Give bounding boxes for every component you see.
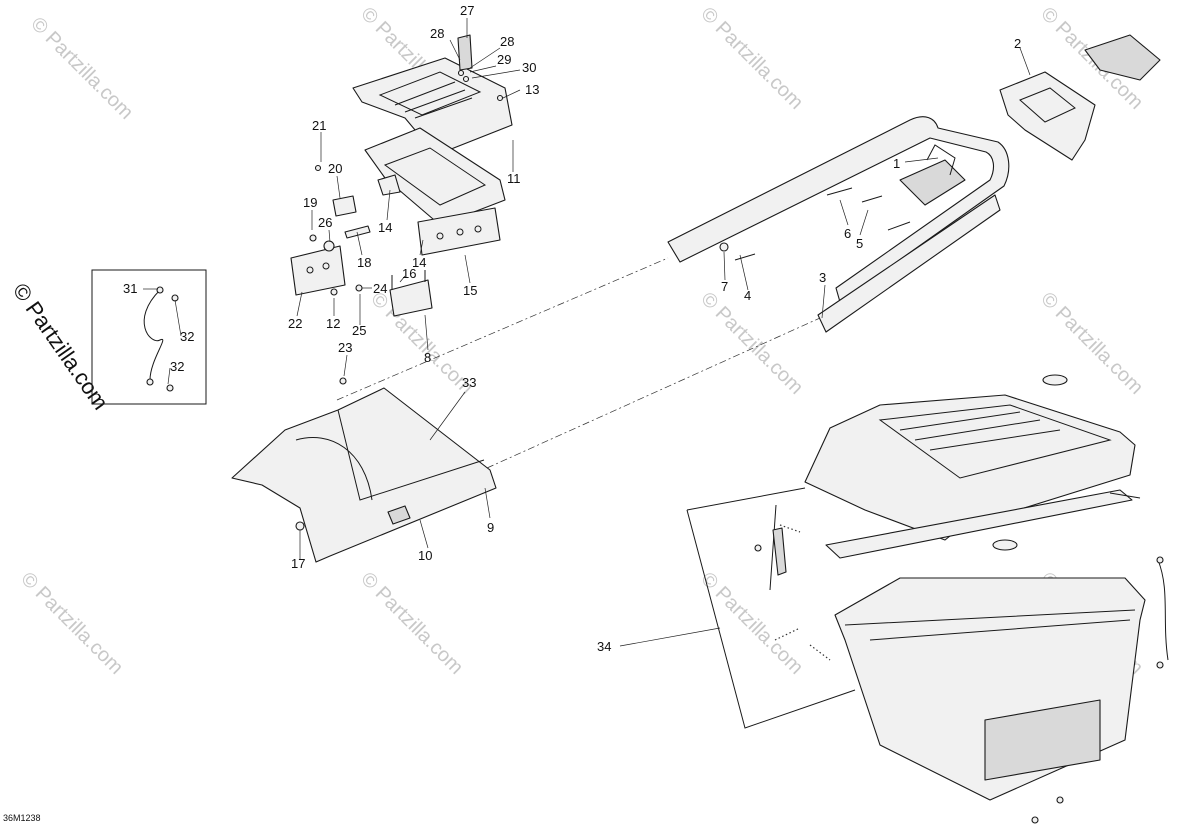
leader-lines (143, 18, 1031, 647)
image-code: 36M1238 (3, 813, 41, 823)
callout-28: 28 (500, 34, 514, 49)
watermark-side: © Partzilla.com (8, 279, 114, 415)
callout-14: 14 (412, 255, 426, 270)
rear-fender (231, 377, 497, 563)
callout-5: 5 (856, 236, 863, 251)
callout-28: 28 (430, 26, 444, 41)
callout-17: 17 (291, 556, 305, 571)
callout-18: 18 (357, 255, 371, 270)
watermark: © Partzilla.com (356, 568, 467, 679)
callout-14: 14 (378, 220, 392, 235)
callout-31: 31 (123, 281, 137, 296)
callout-34: 34 (597, 639, 611, 654)
callout-8: 8 (424, 350, 431, 365)
callouts: 27 28 28 29 30 13 21 20 11 19 26 14 18 1… (123, 3, 1021, 654)
callout-16: 16 (402, 266, 416, 281)
callout-9: 9 (487, 520, 494, 535)
harness-box (91, 269, 207, 405)
callout-32: 32 (170, 359, 184, 374)
bracket-parts (290, 164, 501, 317)
callout-3: 3 (819, 270, 826, 285)
callout-29: 29 (497, 52, 511, 67)
callout-2: 2 (1014, 36, 1021, 51)
assembly-lines (336, 257, 821, 469)
callout-25: 25 (352, 323, 366, 338)
watermark: © Partzilla.com (696, 3, 807, 114)
top-tray-assembly (352, 34, 513, 226)
watermark: © Partzilla.com (26, 13, 137, 124)
watermark: © Partzilla.com (696, 568, 807, 679)
callout-22: 22 (288, 316, 302, 331)
callout-24: 24 (373, 281, 387, 296)
callout-15: 15 (463, 283, 477, 298)
callout-1: 1 (893, 156, 900, 171)
callout-33: 33 (462, 375, 476, 390)
watermark: © Partzilla.com (696, 288, 807, 399)
callout-12: 12 (326, 316, 340, 331)
callout-7: 7 (721, 279, 728, 294)
callout-19: 19 (303, 195, 317, 210)
watermark: © Partzilla.com (16, 568, 127, 679)
callout-4: 4 (744, 288, 751, 303)
callout-21: 21 (312, 118, 326, 133)
callout-30: 30 (522, 60, 536, 75)
callout-20: 20 (328, 161, 342, 176)
callout-32: 32 (180, 329, 194, 344)
callout-23: 23 (338, 340, 352, 355)
callout-11: 11 (507, 171, 521, 186)
storage-box (686, 374, 1169, 824)
callout-13: 13 (525, 82, 539, 97)
callout-26: 26 (318, 215, 332, 230)
grab-handle (999, 34, 1161, 161)
callout-6: 6 (844, 226, 851, 241)
rack-frame (667, 116, 1010, 333)
callout-10: 10 (418, 548, 432, 563)
callout-27: 27 (460, 3, 474, 18)
